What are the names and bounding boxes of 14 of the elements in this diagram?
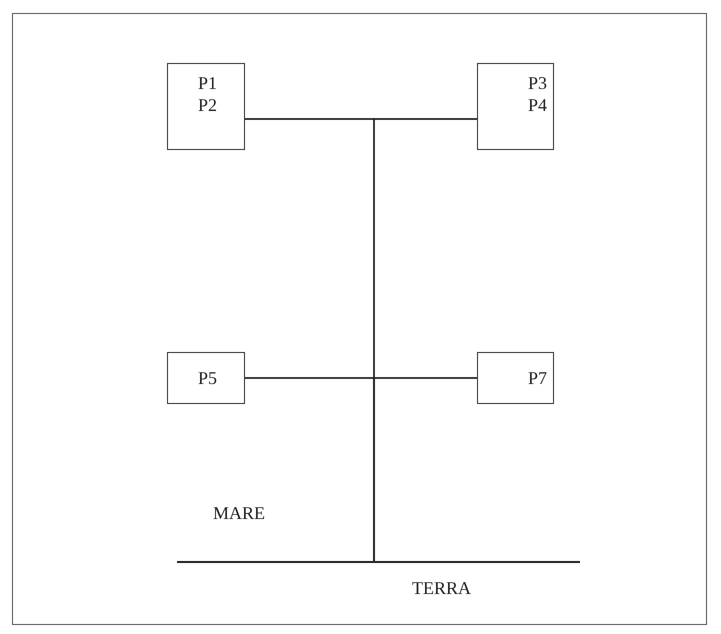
- connector-line: [373, 377, 477, 562]
- unit-box: [477, 63, 554, 150]
- unit-label: P7: [528, 367, 548, 389]
- shoreline: [177, 561, 580, 563]
- unit-box: [167, 63, 245, 150]
- unit-label: P4: [528, 94, 548, 116]
- area-label: TERRA: [412, 578, 472, 599]
- unit-box: [167, 352, 245, 404]
- unit-label: P1: [198, 72, 218, 94]
- area-label: MARE: [213, 503, 266, 524]
- unit-box: [477, 352, 554, 404]
- unit-label: P3: [528, 72, 548, 94]
- unit-label: P5: [198, 367, 218, 389]
- unit-label: P2: [198, 94, 218, 116]
